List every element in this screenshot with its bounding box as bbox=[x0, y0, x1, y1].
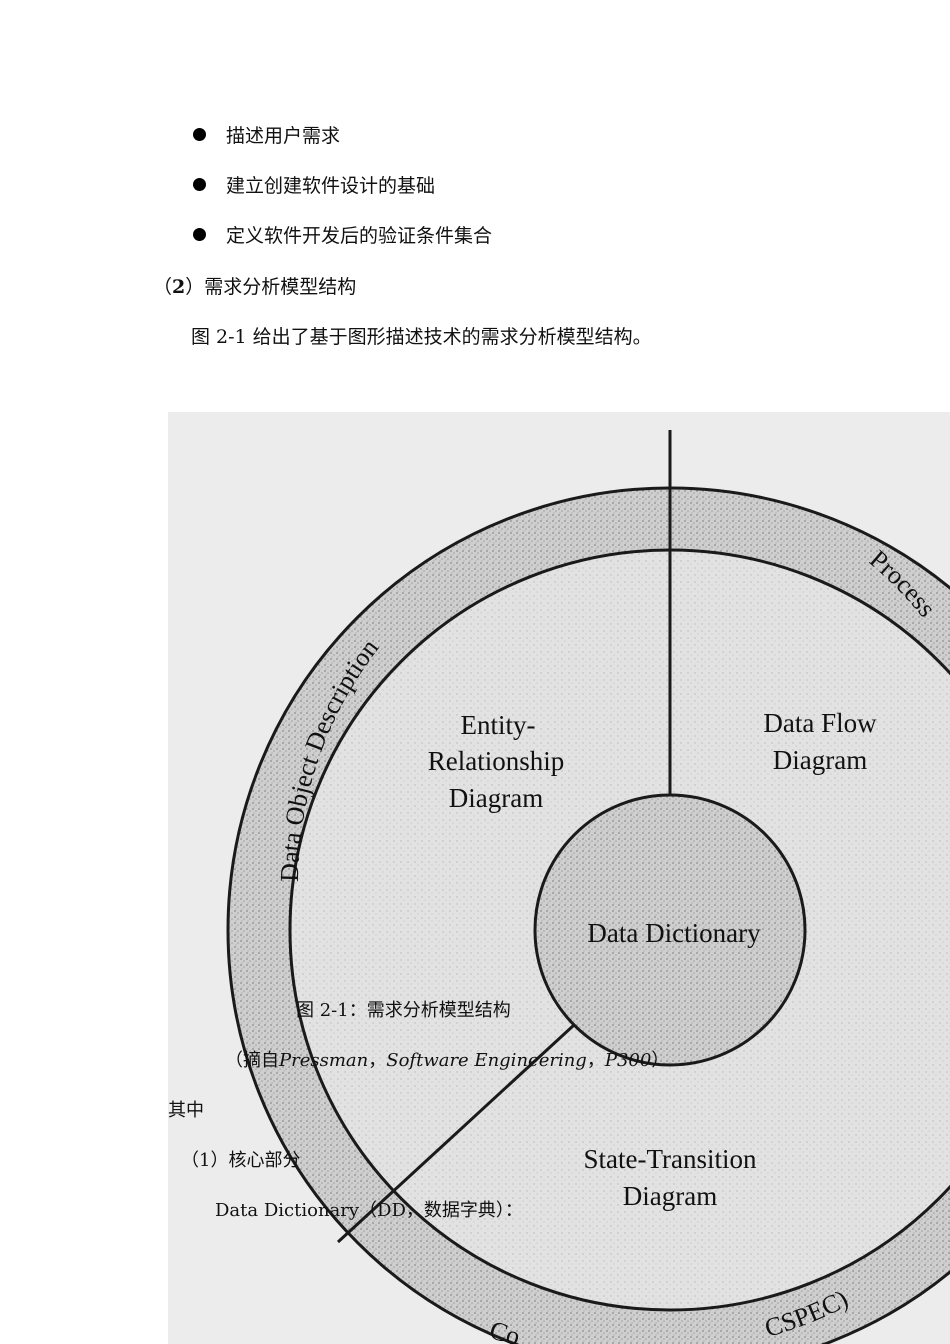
core-heading: （1）核心部分 bbox=[181, 1150, 301, 1171]
bullet-text: 定义软件开发后的验证条件集合 bbox=[226, 225, 493, 247]
er-label-line: Diagram bbox=[449, 783, 543, 813]
figure-source: （摘自Pressman，Software Engineering，P300） bbox=[225, 1050, 670, 1071]
std-label-line: Diagram bbox=[623, 1181, 717, 1211]
dd-definition-line: Data Dictionary（DD，数据字典）： bbox=[215, 1200, 523, 1221]
where-label: 其中 bbox=[168, 1100, 204, 1121]
data-dictionary-label: Data Dictionary bbox=[587, 918, 761, 948]
er-label-line: Relationship bbox=[428, 746, 565, 776]
bullet-item: 建立创建软件设计的基础 bbox=[193, 171, 435, 198]
dfd-label-line: Diagram bbox=[773, 745, 867, 775]
er-label-line: Entity- bbox=[461, 710, 536, 740]
bullet-dot-icon bbox=[193, 178, 206, 191]
bullet-dot-icon bbox=[193, 128, 206, 141]
bullet-text: 建立创建软件设计的基础 bbox=[226, 175, 436, 197]
intro-paragraph: 图 2-1 给出了基于图形描述技术的需求分析模型结构。 bbox=[191, 326, 652, 348]
analysis-model-figure: Data Object Description Process Co CSPEC… bbox=[168, 412, 950, 1344]
bullet-item: 定义软件开发后的验证条件集合 bbox=[193, 221, 492, 248]
dfd-label-line: Data Flow bbox=[763, 708, 877, 738]
bullet-item: 描述用户需求 bbox=[193, 121, 340, 148]
std-label-line: State-Transition bbox=[583, 1144, 757, 1174]
divider-lower-left bbox=[336, 1023, 576, 1244]
section-heading: （2）需求分析模型结构 bbox=[153, 276, 357, 298]
bullet-text: 描述用户需求 bbox=[226, 125, 341, 147]
figure-caption: 图 2-1：需求分析模型结构 bbox=[296, 1000, 511, 1021]
bullet-dot-icon bbox=[193, 228, 206, 241]
